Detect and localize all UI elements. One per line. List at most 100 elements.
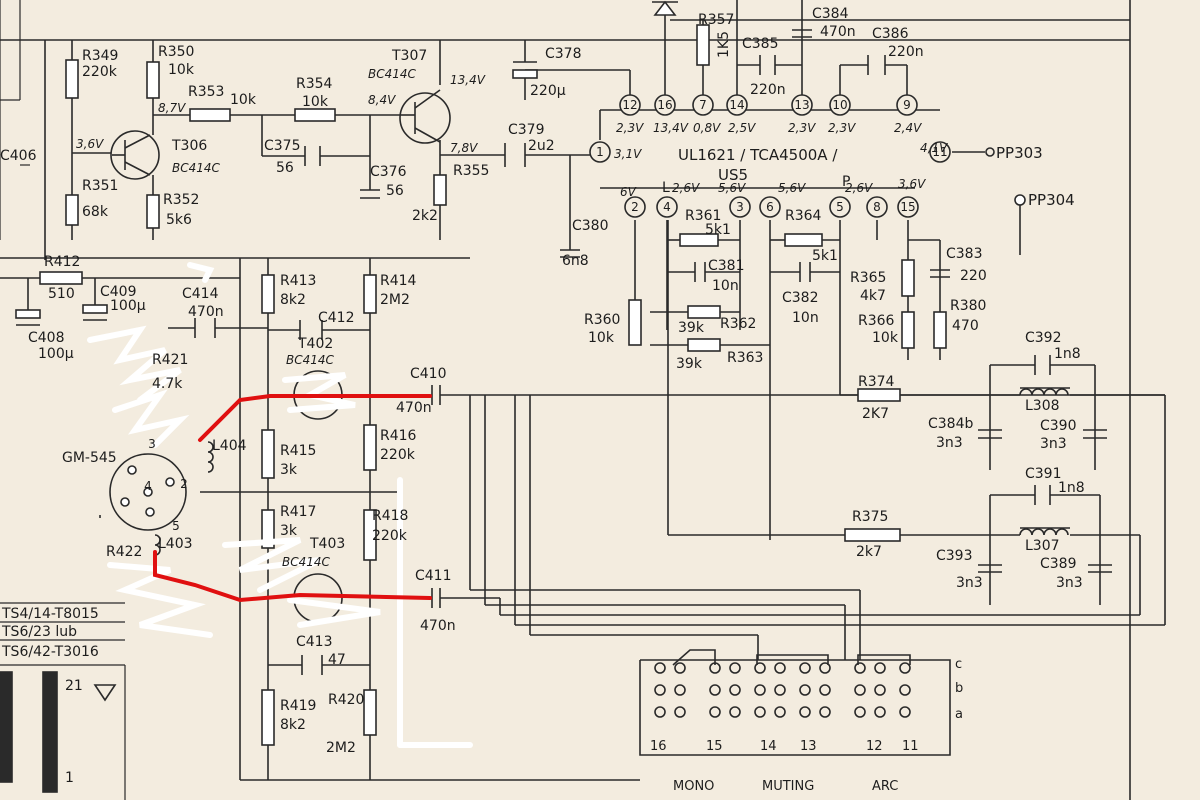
resistor-r351 [65,194,79,226]
svg-text:12: 12 [622,98,637,112]
svg-text:R355: R355 [453,163,489,179]
switch-contact [709,684,721,696]
svg-text:3: 3 [736,200,744,214]
capacitor-c410 [431,385,441,405]
transistor-t403 [293,573,343,623]
resistor-r365 [901,259,915,297]
switch-contact [854,684,866,696]
svg-text:R412: R412 [44,254,80,270]
svg-text:56: 56 [386,183,404,199]
switch-contact [654,706,666,718]
capacitor-c383 [930,269,950,278]
svg-text:C384b: C384b [928,416,973,432]
transformer [0,671,117,793]
switch-contact [819,706,831,718]
test-point-pp304: PP304 [1028,191,1075,209]
svg-text:C414: C414 [182,286,219,302]
svg-text:2,4V: 2,4V [894,121,922,135]
capacitor-c382 [799,262,811,282]
svg-text:C413: C413 [296,634,333,650]
switch-contacts [654,662,911,718]
svg-text:2M2: 2M2 [380,292,410,308]
svg-text:2,6V: 2,6V [672,181,700,195]
capacitor-c384 [792,29,812,38]
svg-text:10k: 10k [168,62,195,78]
svg-text:2,3V: 2,3V [828,121,856,135]
ic-pin-10: 10 [829,94,851,116]
svg-text:C380: C380 [572,218,609,234]
svg-text:R363: R363 [727,350,763,366]
capacitor-c392 [1034,355,1051,375]
resistor-r418 [363,509,377,561]
svg-text:6V: 6V [620,185,637,199]
switch-contact [754,684,766,696]
ic-pin-9: 9 [896,94,918,116]
wiring-upper [0,0,1166,800]
svg-text:4k7: 4k7 [860,288,886,304]
resistor-r417 [261,509,275,549]
inductor-l307 [1019,528,1069,536]
svg-text:510: 510 [48,286,75,302]
switch-contact [899,706,911,718]
ic-pin-12: 12 [619,94,641,116]
switch-contact [874,662,886,674]
switch-contact [674,706,686,718]
switch-contact [754,706,766,718]
switch-contact [654,662,666,674]
switch-contact [799,706,811,718]
svg-text:C406: C406 [0,148,37,164]
svg-text:2,6V: 2,6V [845,181,873,195]
svg-text:4,1V: 4,1V [920,141,948,155]
svg-text:8: 8 [873,200,881,214]
svg-text:C375: C375 [264,138,301,154]
t306-type: BC414C [172,161,221,175]
svg-text:MONO: MONO [673,779,714,794]
svg-text:16: 16 [650,739,667,754]
svg-text:7: 7 [699,98,707,112]
ic-pin-2: 2 [624,196,646,218]
svg-text:220k: 220k [380,447,416,463]
switch-contact [654,684,666,696]
switch-contact [799,684,811,696]
svg-text:10k: 10k [872,330,899,346]
ic-pin-4: 4 [656,196,678,218]
svg-text:2K7: 2K7 [862,406,889,422]
svg-text:10n: 10n [792,310,819,326]
svg-text:5: 5 [836,200,844,214]
svg-text:C389: C389 [1040,556,1077,572]
svg-text:470n: 470n [420,618,456,634]
svg-text:56: 56 [276,160,294,176]
svg-text:C412: C412 [318,310,355,326]
switch-contact [854,706,866,718]
svg-text:220n: 220n [750,82,786,98]
switch-contact [899,662,911,674]
switch-contact [729,684,741,696]
svg-text:3,6V: 3,6V [898,177,926,191]
svg-text:10n: 10n [712,278,739,294]
svg-text:C409: C409 [100,284,137,300]
svg-text:39k: 39k [678,320,705,336]
inductor-l404 [207,441,214,473]
switch-contact [874,684,886,696]
resistor-r354 [294,108,336,122]
capacitor-c378 [512,61,538,79]
capacitor-c376 [360,189,380,199]
svg-text:C383: C383 [946,246,983,262]
svg-text:21: 21 [65,678,83,694]
svg-text:3k: 3k [280,462,298,478]
svg-text:10: 10 [832,98,847,112]
svg-text:L: L [662,180,670,196]
svg-text:13: 13 [800,739,817,754]
svg-text:R349: R349 [82,48,118,64]
ic-pins: 12 16 7 14 13 10 9 1 11 2 4 3 6 5 8 15 [589,94,1026,218]
ic-pin-16: 16 [654,94,676,116]
capacitor-c385 [759,55,776,75]
svg-text:16: 16 [657,98,672,112]
capacitor-c389 [1088,564,1112,573]
transistor-t306 [110,130,160,180]
svg-text:R350: R350 [158,44,194,60]
svg-text:TS4/14-T8015: TS4/14-T8015 [1,606,99,622]
svg-text:P: P [842,174,850,190]
svg-text:R418: R418 [372,508,408,524]
